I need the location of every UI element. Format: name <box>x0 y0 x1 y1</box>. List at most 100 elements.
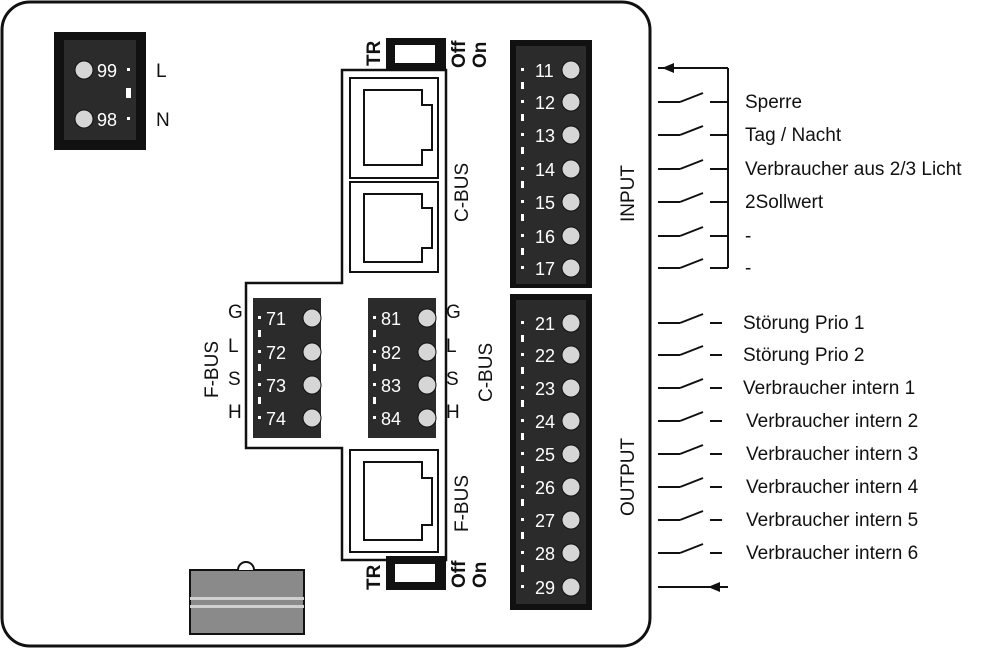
output-terminal-27: 27 <box>521 510 581 539</box>
input-contact-14 <box>658 159 728 170</box>
terminal-screw[interactable] <box>74 109 94 129</box>
fbus-block-title: F-BUS <box>202 341 223 398</box>
fbus_block-terminal-74: 74 <box>258 408 322 429</box>
terminal-screw[interactable] <box>561 313 581 333</box>
power-terminal-block: 99 98 L N <box>54 32 170 150</box>
switch-top-off: Off <box>449 40 470 68</box>
pin-separator <box>521 181 524 188</box>
pin-dot <box>373 383 376 386</box>
terminal-screw[interactable] <box>302 375 322 395</box>
pin-separator <box>521 147 524 154</box>
input-contact-15 <box>658 192 728 203</box>
input-label-17: - <box>745 258 751 279</box>
terminal-screw[interactable] <box>417 408 437 428</box>
power-label-n: N <box>156 110 170 131</box>
output-label-22: Störung Prio 2 <box>743 345 864 366</box>
terminal-screw[interactable] <box>302 308 322 328</box>
cbus_block-terminal-82: 82 <box>373 342 437 371</box>
terminal-number: 13 <box>535 126 555 146</box>
terminal-screw[interactable] <box>302 342 322 362</box>
terminal-number: 27 <box>535 511 555 531</box>
terminal-screw[interactable] <box>417 342 437 362</box>
pin-dot <box>521 452 524 455</box>
output-terminal-25: 25 <box>521 444 581 473</box>
terminal-screw[interactable] <box>561 577 581 597</box>
terminal-screw[interactable] <box>561 543 581 563</box>
input-terminal-11: 11 <box>521 60 581 89</box>
input-label-13: Tag / Nacht <box>745 125 842 146</box>
terminal-number: 17 <box>535 259 555 279</box>
terminal-screw[interactable] <box>561 477 581 497</box>
pin-separator <box>126 88 131 98</box>
output-contact-26 <box>658 477 722 488</box>
input-terminal-12: 12 <box>521 92 581 121</box>
terminal-screw[interactable] <box>417 308 437 328</box>
switch-bottom-on: On <box>470 562 491 588</box>
pin-separator <box>521 565 524 572</box>
terminal-screw[interactable] <box>561 345 581 365</box>
terminal-screw[interactable] <box>561 510 581 530</box>
termination-switch-top[interactable]: TR Off On <box>364 38 491 70</box>
pin-dot <box>521 234 524 237</box>
terminal-number: 23 <box>535 379 555 399</box>
terminal-number: 22 <box>535 346 555 366</box>
fbus_block-terminal-72: 72 <box>258 342 322 371</box>
terminal-number: 24 <box>535 412 555 432</box>
pin-separator <box>373 397 376 404</box>
terminal-screw[interactable] <box>561 411 581 431</box>
terminal-number: 74 <box>266 409 286 429</box>
terminal-screw[interactable] <box>74 60 94 80</box>
input-label-16: - <box>745 226 751 247</box>
pin-dot <box>127 117 130 120</box>
output-label-27: Verbraucher intern 5 <box>746 510 918 531</box>
terminal-screw[interactable] <box>561 378 581 398</box>
pin-dot <box>521 68 524 71</box>
terminal-screw[interactable] <box>561 258 581 278</box>
terminal-screw[interactable] <box>561 226 581 246</box>
input-terminal-14: 14 <box>521 159 581 188</box>
pin-separator <box>521 367 524 374</box>
pin-separator <box>258 397 261 404</box>
pin-dot <box>521 518 524 521</box>
input-label-15: 2Sollwert <box>745 192 824 213</box>
input-contact-13 <box>658 125 728 136</box>
cbus_block-letter-H: H <box>446 402 460 423</box>
fbus-port-label: F-BUS <box>452 475 473 532</box>
pin-dot <box>521 167 524 170</box>
pin-separator <box>521 499 524 506</box>
terminal-number: 28 <box>535 544 555 564</box>
terminal-screw[interactable] <box>302 408 322 428</box>
output-terminal-24: 24 <box>521 411 581 440</box>
pin-dot <box>258 350 261 353</box>
cbus_block-letter-L: L <box>446 336 457 357</box>
pin-separator <box>258 364 261 371</box>
fbus_block-letter-G: G <box>228 302 243 323</box>
output-label-21: Störung Prio 1 <box>743 313 864 334</box>
terminal-number: 99 <box>97 61 117 81</box>
terminal-screw[interactable] <box>561 92 581 112</box>
power-terminal-99: 99 <box>74 60 130 81</box>
terminal-screw[interactable] <box>561 60 581 80</box>
terminal-screw[interactable] <box>417 375 437 395</box>
terminal-number: 83 <box>381 376 401 396</box>
switch-top-tr: TR <box>364 40 385 66</box>
cbus_block-terminal-81: 81 <box>373 308 437 337</box>
switch-bottom-off: Off <box>449 560 470 588</box>
pin-dot <box>258 383 261 386</box>
output-wiring: Störung Prio 1 Störung Prio 2 Verbraucher … <box>658 313 919 592</box>
terminal-screw[interactable] <box>561 159 581 179</box>
terminal-screw[interactable] <box>561 192 581 212</box>
pin-dot <box>127 68 130 71</box>
power-label-l: L <box>156 61 167 82</box>
termination-switch-bottom[interactable]: TR Off On <box>364 556 491 590</box>
terminal-number: 82 <box>381 343 401 363</box>
input-label-14: Verbraucher aus 2/3 Licht <box>745 159 962 180</box>
terminal-screw[interactable] <box>561 444 581 464</box>
output-contact-24 <box>658 411 722 422</box>
terminal-screw[interactable] <box>561 125 581 145</box>
cbus-port-2 <box>349 181 439 273</box>
terminal-number: 72 <box>266 343 286 363</box>
output-label-25: Verbraucher intern 3 <box>746 444 918 465</box>
terminal-number: 98 <box>97 110 117 130</box>
